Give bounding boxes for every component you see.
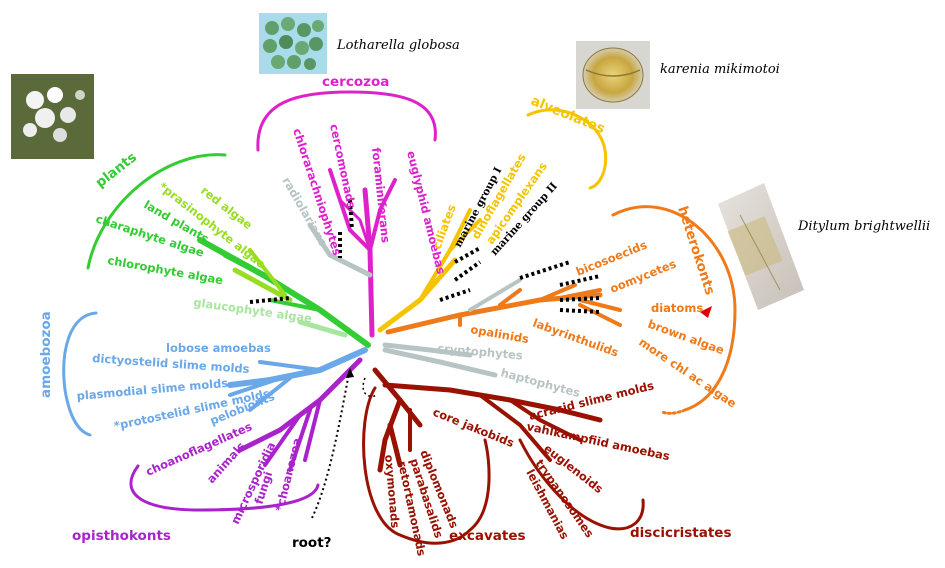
taxon-labyrinthulids: labyrinthulids (531, 316, 621, 360)
taxon-diatoms: diatoms (651, 301, 703, 315)
taxon-chlorophyte: chlorophyte algae (106, 253, 224, 287)
taxon-cryptophytes: cryptophytes (437, 341, 524, 362)
discicristates-arc (518, 438, 645, 531)
group-amoebozoa: amoebozoa (38, 311, 54, 398)
group-cercozoa: cercozoa (322, 74, 389, 90)
tip-dots (249, 199, 601, 314)
taxon-cercomonads: cercomonads (327, 123, 359, 210)
root-label: root? (292, 535, 332, 551)
species-ditylum: Ditylum brightwellii (797, 219, 930, 234)
plants-arc (86, 153, 227, 270)
taxon-oxymonads: oxymonads (382, 454, 402, 529)
alveolates-arc (526, 108, 608, 190)
dinoflagellate-cell-photo (576, 41, 650, 109)
taxon-opalinids: opalinids (469, 322, 530, 346)
amoebozoa-arc (62, 311, 98, 437)
group-heterokonts: heterokonts (674, 204, 718, 297)
taxon-haptophytes: haptophytes (499, 365, 582, 400)
diatom-photo (718, 183, 804, 310)
root-line (311, 367, 351, 519)
group-excavates: excavates (449, 528, 526, 544)
flower-photo (11, 74, 94, 159)
group-discicristates: discicristates (630, 525, 732, 541)
group-opisthokonts: opisthokonts (72, 528, 171, 544)
heterokonts-arc (611, 205, 737, 412)
cercozoa-arc (256, 90, 437, 152)
taxon-glaucophyte: glaucophyte algae (193, 295, 314, 326)
heterokonts-arc-dotted (660, 408, 687, 415)
group-plants: plants (93, 149, 140, 191)
diatoms-marker-icon (700, 306, 712, 318)
opisthokonts-arc (129, 464, 320, 512)
green-cells-photo (259, 13, 327, 74)
taxon-lobose: lobose amoebas (166, 341, 271, 355)
species-lotharella: Lotharella globosa (336, 38, 460, 53)
species-karenia: karenia mikimotoi (660, 62, 780, 77)
excavates-arc (362, 386, 491, 545)
